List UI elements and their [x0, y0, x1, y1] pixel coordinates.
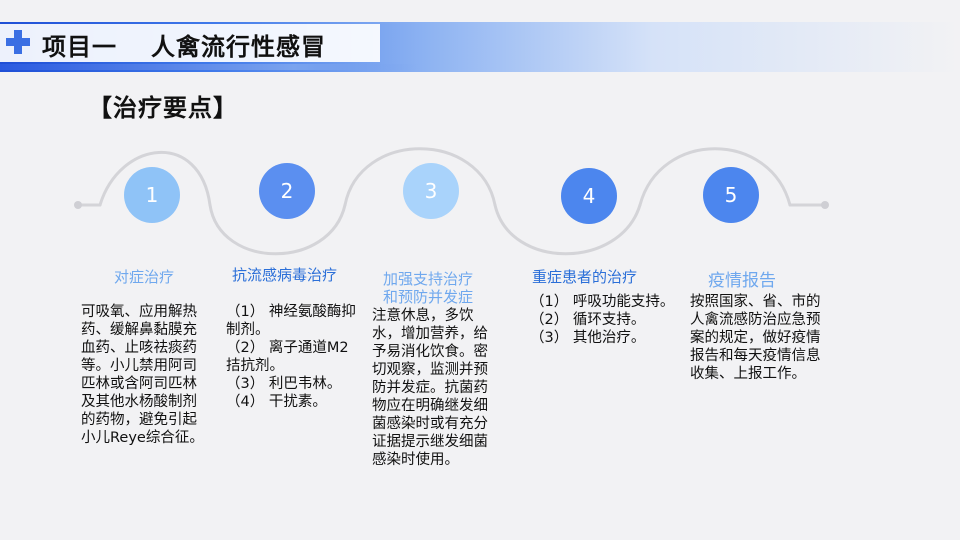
step-2-description: （1） 神经氨酸酶抑制剂。 （2） 离子通道M2拮抗剂。 （3） 利巴韦林。 （… [226, 304, 356, 410]
step-4-description: （1） 呼吸功能支持。 （2） 循环支持。 （3） 其他治疗。 [530, 294, 675, 346]
header-underline [0, 64, 420, 70]
step-3-description: 注意休息，多饮水，增加营养，给予易消化饮食。密切观察，监测并预防并发症。抗菌药物… [372, 308, 488, 468]
step-4-circle: 4 [561, 168, 617, 224]
step-number: 3 [424, 179, 438, 203]
step-4-label: 重症患者的治疗 [532, 268, 638, 286]
step-1-circle: 1 [124, 167, 180, 223]
step-number: 1 [145, 183, 159, 207]
title-text: 人禽流行性感冒 [151, 33, 326, 61]
step-number: 2 [280, 179, 294, 203]
step-1-label: 对症治疗 [114, 268, 175, 286]
header-band [0, 24, 380, 62]
step-2-circle: 2 [259, 163, 315, 219]
page-title: 项目一 人禽流行性感冒 [42, 27, 326, 62]
step-3-label: 加强支持治疗 和预防并发症 [383, 270, 474, 306]
step-2-label: 抗流感病毒治疗 [232, 266, 338, 284]
step-1-description: 可吸氧、应用解热药、缓解鼻黏膜充血药、止咳祛痰药等。小儿禁用阿司匹林或含阿司匹林… [81, 304, 204, 446]
step-5-label: 疫情报告 [708, 271, 776, 291]
step-3-circle: 3 [403, 163, 459, 219]
step-number: 4 [582, 184, 596, 208]
step-5-description: 按照国家、省、市的人禽流感防治应急预案的规定，做好疫情报告和每天疫情信息收集、上… [690, 294, 821, 382]
section-label: 项目一 [42, 33, 117, 61]
step-5-circle: 5 [703, 167, 759, 223]
process-flow-line [74, 147, 829, 256]
plus-icon [6, 30, 30, 54]
subtitle: 【治疗要点】 [88, 94, 238, 122]
step-number: 5 [724, 183, 738, 207]
